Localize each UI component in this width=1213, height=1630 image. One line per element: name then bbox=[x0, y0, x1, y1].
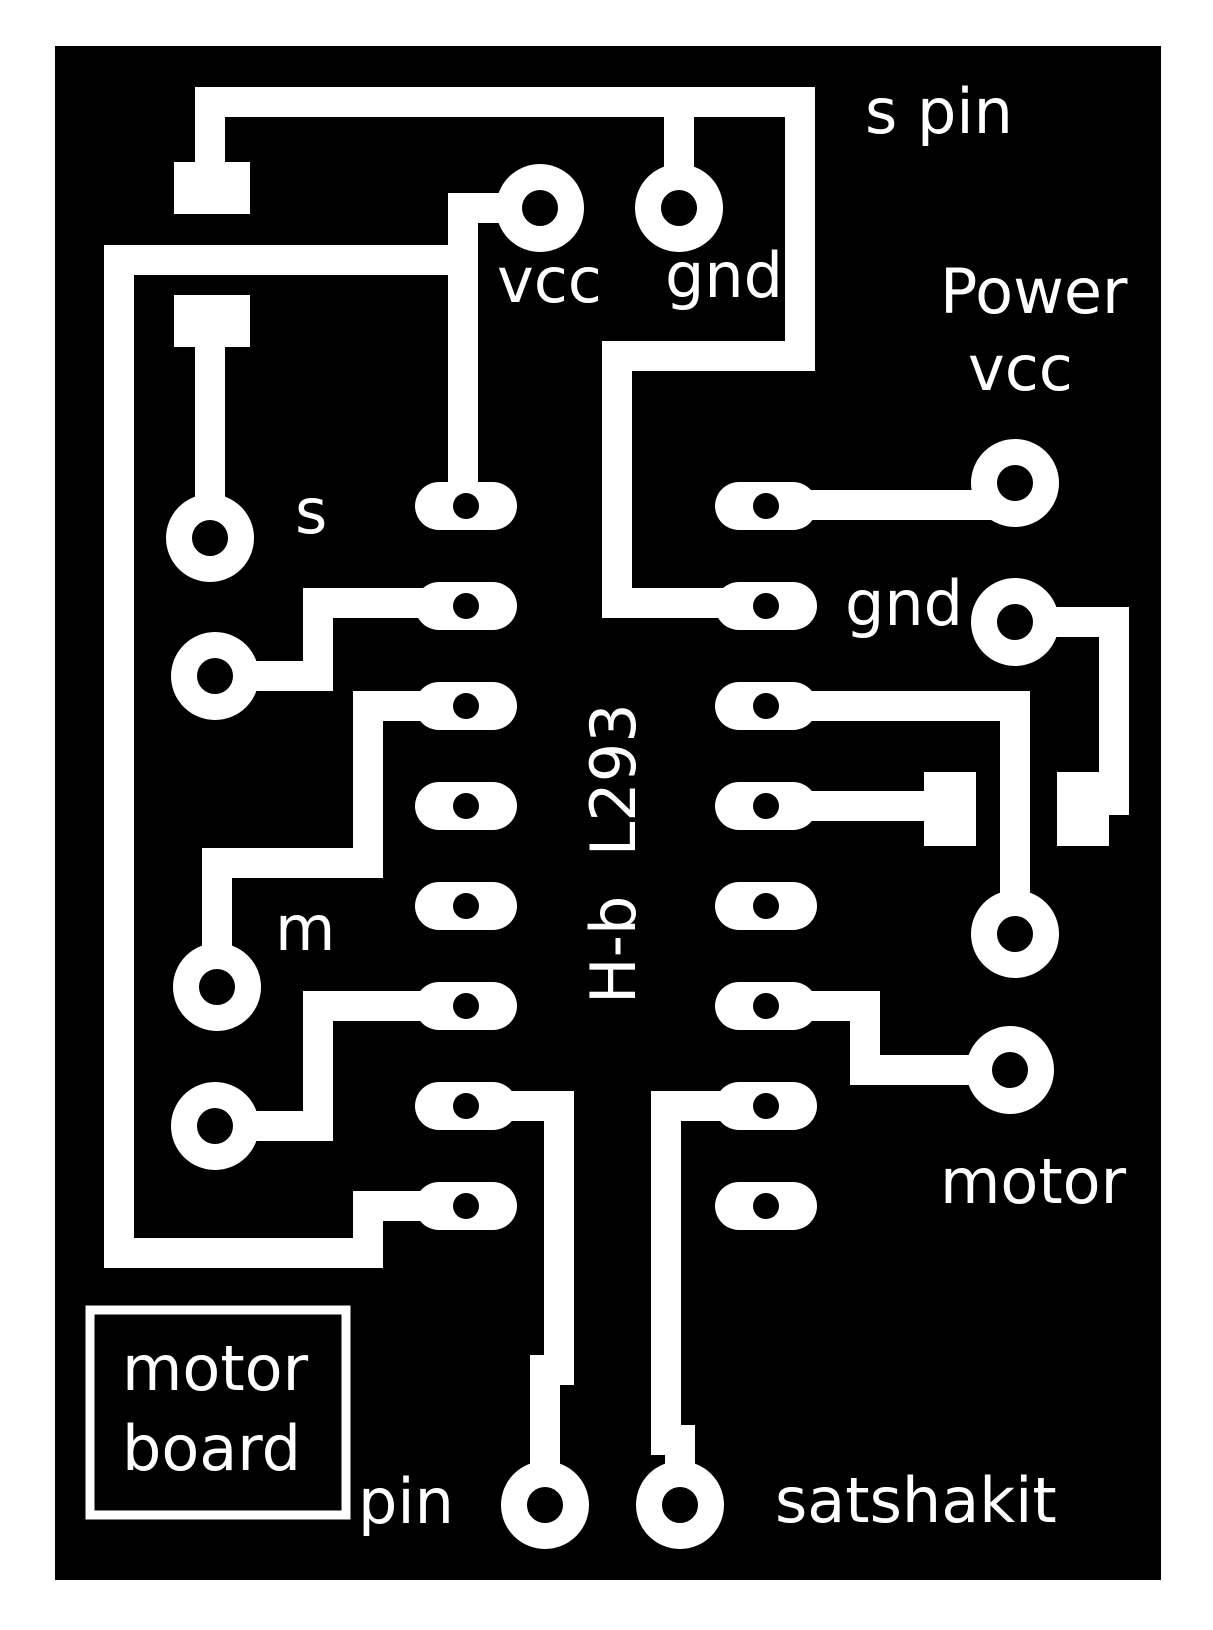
ic-pin-10 bbox=[715, 1082, 817, 1130]
ic-pin-16 bbox=[715, 482, 817, 530]
ic-pin-6 bbox=[415, 982, 517, 1030]
pad-s bbox=[166, 494, 254, 582]
ic-pin-13 bbox=[715, 782, 817, 830]
ic-pin-14 bbox=[715, 682, 817, 730]
pad-left-2 bbox=[171, 632, 259, 720]
pad-motor-a bbox=[971, 890, 1059, 978]
jumper-pad-right-b bbox=[1057, 772, 1109, 846]
ic-pin-8 bbox=[415, 1182, 517, 1230]
jumper-pad-top bbox=[174, 162, 250, 214]
trace-ic6 bbox=[215, 991, 467, 1141]
ic-pin-5 bbox=[415, 882, 517, 930]
label-pin: pin bbox=[358, 1465, 454, 1538]
ic-l293 bbox=[415, 482, 817, 1230]
jumper-pad-right-a bbox=[924, 772, 976, 846]
ic-pin-4 bbox=[415, 782, 517, 830]
pad-m bbox=[173, 943, 261, 1031]
label-title-line2: board bbox=[122, 1412, 301, 1485]
smd-pads bbox=[174, 162, 1109, 846]
label-motor: motor bbox=[940, 1145, 1127, 1218]
ic-pin-1 bbox=[415, 482, 517, 530]
trace-ic3-m bbox=[202, 691, 467, 975]
ic-pin-15 bbox=[715, 582, 817, 630]
pad-gnd-top bbox=[635, 164, 723, 252]
label-s: s bbox=[295, 475, 327, 548]
trace-ic7-pin bbox=[467, 1091, 574, 1505]
pad-pin bbox=[501, 1461, 589, 1549]
label-title-line1: motor bbox=[122, 1332, 309, 1405]
label-gnd-mid: gnd bbox=[845, 567, 963, 640]
label-m: m bbox=[275, 892, 335, 965]
pad-vcc-top bbox=[496, 164, 584, 252]
ic-pin-3 bbox=[415, 682, 517, 730]
through-hole-pads bbox=[166, 164, 1059, 1549]
trace-ic2 bbox=[215, 588, 467, 691]
title-box bbox=[85, 1305, 351, 1520]
label-vcc-top: vcc bbox=[497, 244, 602, 317]
label-power-vcc: vcc bbox=[968, 332, 1073, 405]
silkscreen-labels: s pin vcc gnd Power vcc s gnd H-b L293 m… bbox=[122, 75, 1128, 1538]
trace-ic14-out bbox=[765, 691, 1030, 934]
pad-satshakit bbox=[636, 1461, 724, 1549]
label-chip: H-b L293 bbox=[577, 703, 650, 1004]
pad-power-vcc bbox=[971, 439, 1059, 527]
ic-pin-11 bbox=[715, 982, 817, 1030]
jumper-pad-bottom bbox=[174, 295, 250, 347]
ic-pin-2 bbox=[415, 582, 517, 630]
ic-pin-9 bbox=[715, 1182, 817, 1230]
pad-power-gnd bbox=[971, 578, 1059, 666]
pad-left-6 bbox=[171, 1082, 259, 1170]
trace-vcc-main bbox=[104, 193, 540, 1268]
label-power: Power bbox=[940, 255, 1128, 328]
trace-s-pin-loop bbox=[195, 87, 815, 618]
label-satshakit: satshakit bbox=[775, 1464, 1057, 1537]
label-gnd-top: gnd bbox=[665, 239, 783, 312]
ic-pin-12 bbox=[715, 882, 817, 930]
label-s-pin: s pin bbox=[865, 75, 1013, 148]
ic-pin-7 bbox=[415, 1082, 517, 1130]
pad-motor-b bbox=[966, 1026, 1054, 1114]
